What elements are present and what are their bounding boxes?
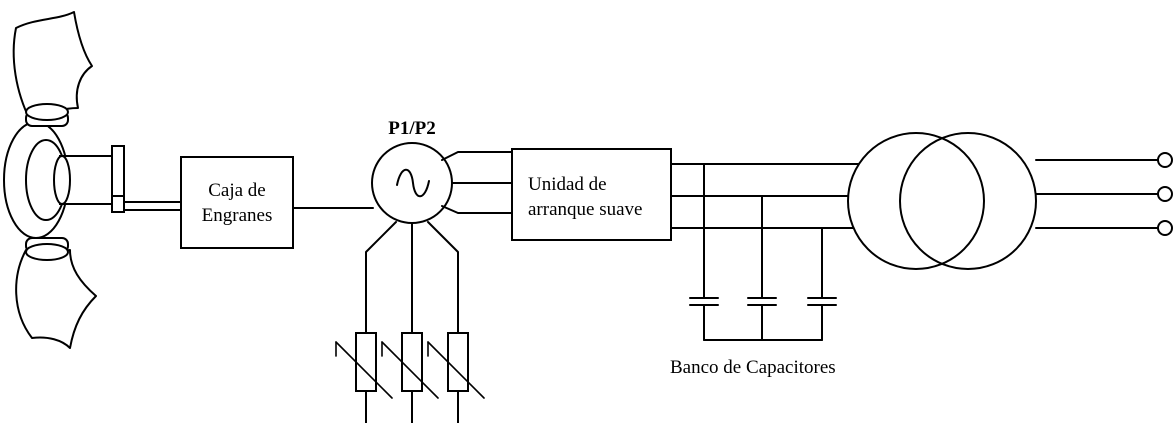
variable-resistor-icon [355,332,377,392]
lower-blade-icon [15,249,97,349]
terminal-icon [1157,220,1173,236]
rotor-resistor-bank [335,221,485,423]
terminal-icon [1157,152,1173,168]
capacitor-bank-label: Banco de Capacitores [670,357,836,378]
transformer-icon [847,132,1037,270]
gearbox-label-line2: Engranes [202,205,273,226]
terminal-icon [1157,186,1173,202]
gearbox-block: Caja de Engranes [180,156,294,249]
generator-label: P1/P2 [388,118,436,139]
soft-start-unit-block: Unidad de arranque suave [511,148,672,241]
soft-start-label-line2: arranque suave [528,199,642,220]
soft-start-label-line1: Unidad de [528,174,607,195]
generator-block: P1/P2 [371,118,453,224]
variable-resistor-icon [401,332,423,392]
sine-wave-icon [396,168,430,198]
upper-blade-icon [12,11,93,121]
capacitor-bank: Banco de Capacitores [670,163,837,378]
gearbox-label-line1: Caja de [208,180,266,201]
variable-resistor-icon [447,332,469,392]
wind-turbine-rotor-icon [3,11,125,349]
grid-terminals [1035,152,1173,236]
